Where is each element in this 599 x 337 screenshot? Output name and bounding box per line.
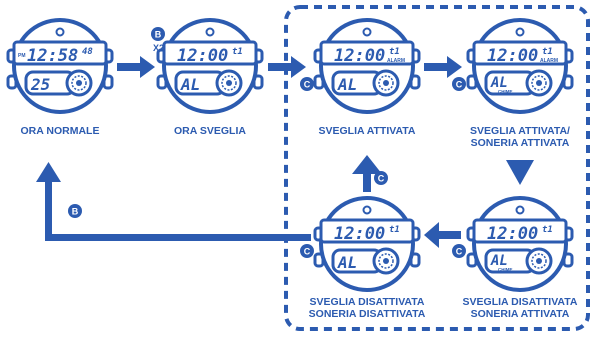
watch-sveglia-disattivata-soneria-attivata: 12:00 t1 AL CHIME	[466, 196, 574, 292]
button-b-letter: B	[72, 207, 79, 217]
watch-sveglia-soneria-attivata: 12:00 t1 ALARM AL CHIME	[466, 18, 574, 114]
label-line-1: SVEGLIA ATTIVATA/	[470, 125, 570, 137]
label-line-1: SVEGLIA DISATTIVATA	[463, 296, 578, 308]
watch-ora-normale: PM 12:58 48 25	[6, 18, 114, 114]
alarm-indicator: ALARM	[540, 58, 558, 64]
arrow-left-icon	[424, 222, 439, 248]
label-line-2: SONERIA DISATTIVATA	[309, 308, 426, 320]
flow-arrows	[36, 56, 534, 248]
watch-ora-sveglia: 12:00 t1 AL	[156, 18, 264, 114]
label-ora-normale: ORA NORMALE	[21, 125, 100, 137]
lcd-sub: AL	[337, 75, 357, 94]
lcd-main: 12:00	[334, 224, 385, 244]
arrow-up-icon	[363, 172, 371, 192]
lcd-seconds: t1	[542, 47, 553, 57]
arrow-right-icon	[424, 63, 449, 71]
arrow-down-icon	[506, 160, 534, 185]
lcd-main: 12:00	[334, 46, 385, 66]
lcd-seconds: 48	[82, 47, 93, 57]
lcd-sub: AL	[490, 75, 508, 91]
lcd-sub: AL	[337, 253, 357, 272]
lcd-seconds: t1	[389, 225, 400, 235]
lcd-seconds: t1	[542, 225, 553, 235]
arrow-right-icon	[117, 63, 142, 71]
chime-indicator: CHIME	[498, 89, 513, 94]
lcd-sub: AL	[180, 75, 200, 94]
arrow-right-icon	[268, 63, 293, 71]
button-b-marker: B	[68, 204, 82, 218]
label-line-2: SONERIA ATTIVATA	[471, 137, 570, 149]
arrow-right-icon	[140, 56, 155, 78]
return-line	[45, 234, 311, 241]
label-line-2: SONERIA ATTIVATA	[471, 308, 570, 320]
alarm-indicator: ALARM	[387, 58, 405, 64]
button-c-letter: C	[304, 80, 311, 90]
arrow-right-icon	[447, 56, 462, 78]
return-line	[45, 178, 52, 241]
label-sveglia-attivata: SVEGLIA ATTIVATA	[318, 125, 415, 137]
button-c-letter: C	[378, 174, 385, 184]
label-ora-sveglia: ORA SVEGLIA	[174, 125, 246, 137]
lcd-main: 12:00	[487, 224, 538, 244]
arrow-up-icon	[352, 155, 382, 174]
label-line-1: SVEGLIA DISATTIVATA	[310, 296, 425, 308]
arrow-right-icon	[291, 56, 306, 78]
button-c-marker: C	[452, 77, 466, 91]
press-count: X2	[153, 43, 164, 53]
button-c-marker: C	[300, 244, 314, 258]
arrow-left-icon	[437, 231, 461, 239]
button-c-marker: C	[452, 244, 466, 258]
button-c-letter: C	[304, 247, 311, 257]
lcd-seconds: t1	[389, 47, 400, 57]
watch-sveglia-soneria-disattivata: 12:00 t1 AL	[313, 196, 421, 292]
button-b-letter: B	[155, 30, 162, 40]
lcd-main: 12:00	[487, 46, 538, 66]
watch-sveglia-attivata: 12:00 t1 ALARM AL	[313, 18, 421, 114]
button-c-letter: C	[456, 80, 463, 90]
button-c-marker: C	[374, 171, 388, 185]
arrow-up-icon	[36, 162, 61, 182]
lcd-sub: AL	[490, 253, 508, 269]
lcd-main: 12:58	[27, 46, 78, 66]
chime-indicator: CHIME	[498, 267, 513, 272]
button-b-marker: B	[151, 27, 165, 41]
button-c-letter: C	[456, 247, 463, 257]
button-c-marker: C	[300, 77, 314, 91]
active-mode-frame	[284, 5, 590, 331]
lcd-seconds: t1	[232, 47, 243, 57]
lcd-sub: 25	[30, 75, 50, 94]
lcd-main: 12:00	[177, 46, 228, 66]
pm-indicator: PM	[18, 53, 26, 59]
